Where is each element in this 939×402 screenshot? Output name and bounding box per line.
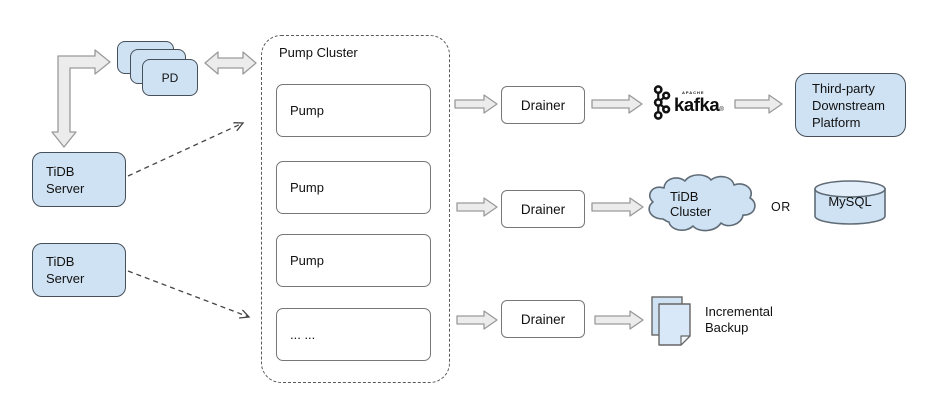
drainer-2-label: Drainer	[520, 201, 566, 217]
or-label: OR	[771, 200, 791, 214]
pump-cluster-title: Pump Cluster	[279, 45, 358, 60]
pumpcluster-to-drainer2-arrow	[456, 197, 498, 217]
kafka-registered-mark: ®	[719, 106, 724, 113]
kafka-wordmark: APACHE kafka®	[674, 90, 724, 116]
drainer1-to-kafka-arrow	[591, 94, 643, 114]
tidb-cluster-cloud-icon	[648, 174, 756, 232]
tidb-server-node-bottom: TiDB Server	[32, 243, 126, 297]
pd-pumpcluster-double-arrow	[204, 51, 257, 75]
pump-node-3: Pump	[276, 234, 431, 287]
pump-cluster-container: Pump Cluster Pump Pump Pump ... ...	[261, 35, 450, 383]
mysql-database-icon	[814, 180, 886, 225]
kafka-logo: APACHE kafka®	[651, 85, 724, 120]
drainer3-to-backup-arrow	[594, 310, 644, 330]
drainer-1-label: Drainer	[520, 97, 566, 113]
kafka-apache-label: APACHE	[682, 89, 705, 95]
pumpcluster-to-drainer3-arrow	[456, 310, 498, 330]
pump-node-ellipsis: ... ...	[276, 308, 431, 361]
pd-node-front: PD	[142, 59, 198, 96]
tidb-to-pd-elbow-arrow	[51, 49, 111, 148]
drainer-3-label: Drainer	[520, 311, 566, 327]
pump-node-2: Pump	[276, 161, 431, 214]
pumpcluster-to-drainer1-arrow	[454, 94, 498, 114]
kafka-wordmark-label: kafka	[674, 93, 720, 115]
tidb-server-top-label: TiDB Server	[46, 163, 85, 196]
tidb-server-bottom-label: TiDB Server	[46, 254, 85, 286]
drainer-node-3: Drainer	[501, 300, 585, 338]
tidb-server-node-top: TiDB Server	[32, 152, 126, 207]
mysql-label: MySQL	[828, 194, 872, 209]
pump-ellipsis-label: ... ...	[290, 327, 316, 342]
drainer2-to-tidbcluster-arrow	[591, 197, 644, 217]
third-party-platform-node: Third-party Downstream Platform	[795, 73, 906, 137]
tidb1-to-pumpcluster-dashed-arrow	[127, 123, 243, 177]
incremental-backup-label: Incremental Backup	[705, 304, 773, 335]
pump-3-label: Pump	[290, 253, 324, 268]
incremental-backup-documents-icon	[651, 296, 691, 346]
pump-1-label: Pump	[290, 103, 324, 118]
kafka-to-platform-arrow	[734, 94, 783, 114]
third-party-platform-label: Third-party Downstream Platform	[812, 80, 885, 130]
drainer-node-1: Drainer	[501, 86, 585, 124]
kafka-icon	[653, 85, 671, 120]
pd-label: PD	[161, 70, 179, 85]
pump-node-1: Pump	[276, 84, 431, 137]
drainer-node-2: Drainer	[501, 190, 585, 228]
tidb-cluster-label: TiDB Cluster	[670, 189, 712, 219]
tidb2-to-pumpcluster-dashed-arrow	[127, 270, 249, 317]
pump-2-label: Pump	[290, 180, 324, 195]
